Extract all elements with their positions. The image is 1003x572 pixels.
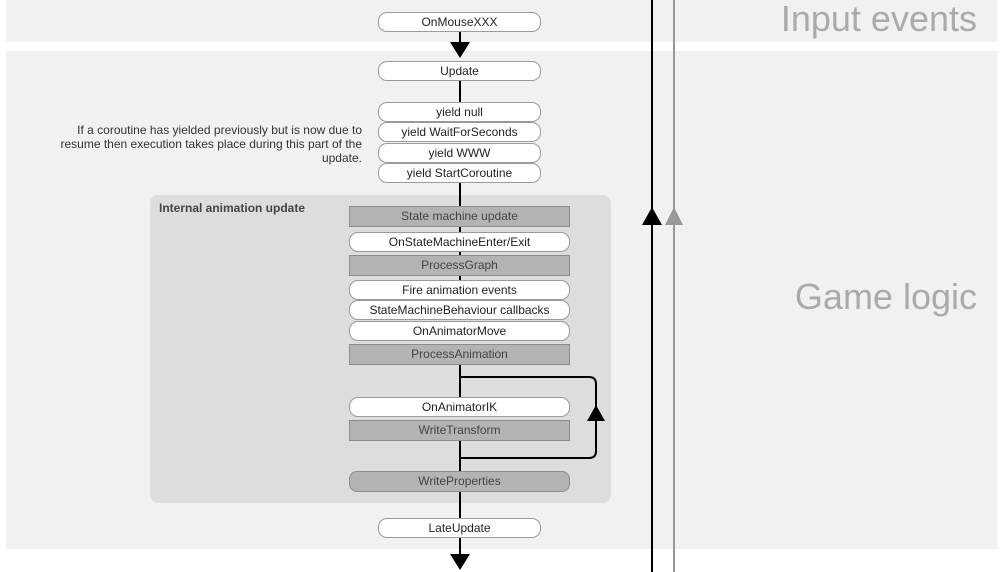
section-title-input-events: Input events xyxy=(780,0,977,39)
up-arrow-icon xyxy=(665,207,683,225)
yield-start-coroutine-node: yield StartCoroutine xyxy=(378,163,541,183)
write-properties-step: WriteProperties xyxy=(349,471,570,492)
down-arrow-icon xyxy=(450,554,470,570)
state-machine-behaviour-callbacks-node: StateMachineBehaviour callbacks xyxy=(349,300,570,320)
yield-wait-for-seconds-node: yield WaitForSeconds xyxy=(378,122,541,142)
coroutine-note: If a coroutine has yielded previously bu… xyxy=(60,123,362,165)
update-node: Update xyxy=(378,61,541,81)
flow-connector xyxy=(459,32,461,42)
on-state-machine-enter-exit-node: OnStateMachineEnter/Exit xyxy=(349,232,570,252)
up-arrow-icon xyxy=(642,207,662,225)
flow-connector xyxy=(459,81,461,102)
flow-connector xyxy=(459,441,461,471)
yield-null-node: yield null xyxy=(378,102,541,122)
state-machine-update-step: State machine update xyxy=(349,206,570,227)
section-title-game-logic: Game logic xyxy=(794,276,977,317)
late-update-node: LateUpdate xyxy=(378,518,541,538)
ik-loop-path xyxy=(460,376,597,459)
on-animator-move-node: OnAnimatorMove xyxy=(349,321,570,341)
flow-connector xyxy=(459,491,461,518)
process-graph-step: ProcessGraph xyxy=(349,255,570,276)
flow-connector xyxy=(459,364,461,397)
flow-connector xyxy=(459,227,461,232)
internal-animation-group-label: Internal animation update xyxy=(159,201,306,215)
fire-animation-events-node: Fire animation events xyxy=(349,280,570,300)
yield-www-node: yield WWW xyxy=(378,143,541,163)
on-animator-ik-node: OnAnimatorIK xyxy=(349,397,570,417)
on-mouse-node: OnMouseXXX xyxy=(378,12,541,32)
flow-connector xyxy=(459,183,461,207)
down-arrow-icon xyxy=(450,42,470,58)
up-arrow-icon xyxy=(587,405,605,421)
write-transform-step: WriteTransform xyxy=(349,420,570,441)
flow-connector xyxy=(459,251,461,256)
flow-connector xyxy=(459,275,461,280)
process-animation-step: ProcessAnimation xyxy=(349,344,570,365)
